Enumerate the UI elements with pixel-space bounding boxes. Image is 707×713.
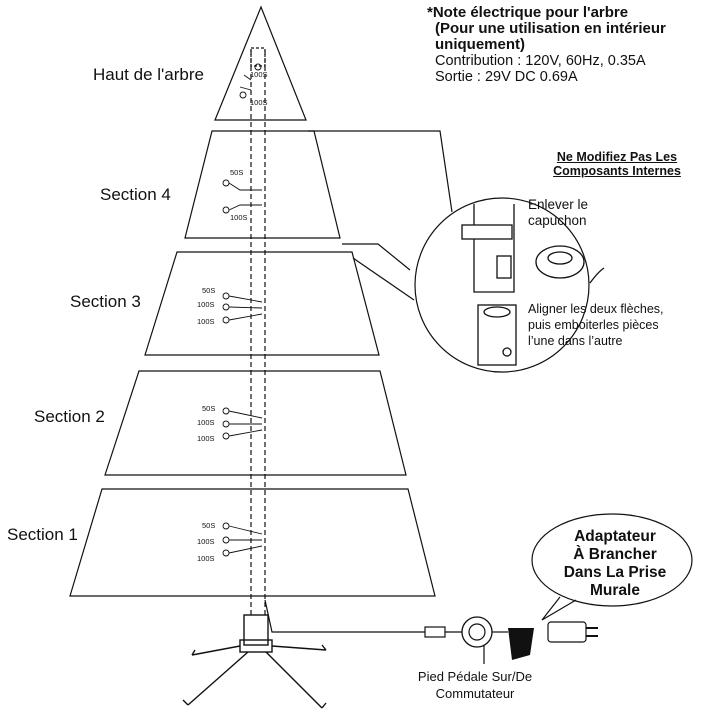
bulb-label: 50S (202, 286, 215, 295)
adapter-line-4: Murale (590, 582, 640, 599)
tree-top-outline (214, 5, 307, 121)
pole-top-cap (250, 47, 266, 67)
bulb-label: 100S (230, 213, 248, 222)
bulb-label: 100S (197, 317, 215, 326)
connector-detail (461, 204, 605, 366)
step2-line-3: l’une dans l’autre (528, 334, 623, 348)
callout-line-bottom (342, 243, 411, 271)
bulb-label: 50S (230, 168, 243, 177)
bulb-wiring (222, 63, 263, 557)
section1-outline (69, 488, 436, 597)
warning-line-1: Ne Modifiez Pas Les (556, 150, 678, 164)
adapter-line-3: Dans La Prise (563, 564, 667, 581)
label-section3: Section 3 (70, 292, 141, 311)
note-title: *Note électrique pour l'arbre (427, 4, 629, 21)
bulb-label: 100S (197, 300, 215, 309)
adapter-label: Adaptateur À Brancher Dans La Prise Mura… (535, 528, 695, 600)
section3-outline (144, 251, 380, 356)
callout-line-top (308, 130, 453, 213)
bulb-label: 100S (197, 434, 215, 443)
bulb-label: 50S (202, 404, 215, 413)
section2-outline (104, 370, 407, 476)
label-section2: Section 2 (34, 407, 105, 426)
step2-text: Aligner les deux flèches, puis emboiterl… (528, 301, 664, 349)
plug-connector-left (424, 626, 446, 638)
warning-label: Ne Modifiez Pas Les Composants Internes (528, 150, 706, 178)
label-section1: Section 1 (7, 525, 78, 544)
label-top: Haut de l'arbre (93, 65, 204, 84)
step1-text: Enlever le capuchon (528, 197, 588, 229)
label-section4: Section 4 (100, 185, 171, 204)
bulb-label: 50S (202, 521, 215, 530)
electrical-note: *Note électrique pour l'arbre (Pour une … (427, 4, 707, 86)
adapter-body (547, 621, 587, 643)
section4-outline (184, 130, 341, 239)
adapter-line-2: À Brancher (573, 546, 657, 563)
speech-bubble (531, 513, 693, 607)
bulb-label: 100S (197, 554, 215, 563)
step1-line-2: capuchon (528, 213, 587, 228)
detail-circle (414, 197, 590, 373)
note-input: Contribution : 120V, 60Hz, 0.35A (435, 53, 646, 69)
callout-line-s3 (352, 257, 415, 301)
note-subtitle-2: uniquement) (435, 36, 525, 53)
cord-coil (508, 628, 534, 660)
note-subtitle-1: (Pour une utilisation en intérieur (435, 20, 666, 37)
foot-pedal-button (468, 623, 486, 641)
power-cord (264, 599, 425, 633)
adapter-line-1: Adaptateur (574, 528, 656, 545)
pedal-line-1: Pied Pédale Sur/De (417, 669, 533, 684)
pedal-line-2: Commutateur (435, 686, 515, 701)
warning-line-2: Composants Internes (553, 164, 681, 178)
step2-line-2: puis emboiterles pièces (528, 318, 659, 332)
step1-line-1: Enlever le (528, 197, 589, 212)
bubble-tail (541, 596, 577, 621)
bulb-label: 100S (250, 70, 268, 79)
step2-line-1: Aligner les deux flèches, (528, 302, 664, 316)
bulb-label: 100S (197, 418, 215, 427)
pedal-label: Pied Pédale Sur/De Commutateur (400, 668, 550, 702)
bulb-label: 100S (250, 98, 268, 107)
note-output: Sortie : 29V DC 0.69A (435, 69, 578, 85)
tree-stand (182, 614, 327, 709)
bulb-label: 100S (197, 537, 215, 546)
